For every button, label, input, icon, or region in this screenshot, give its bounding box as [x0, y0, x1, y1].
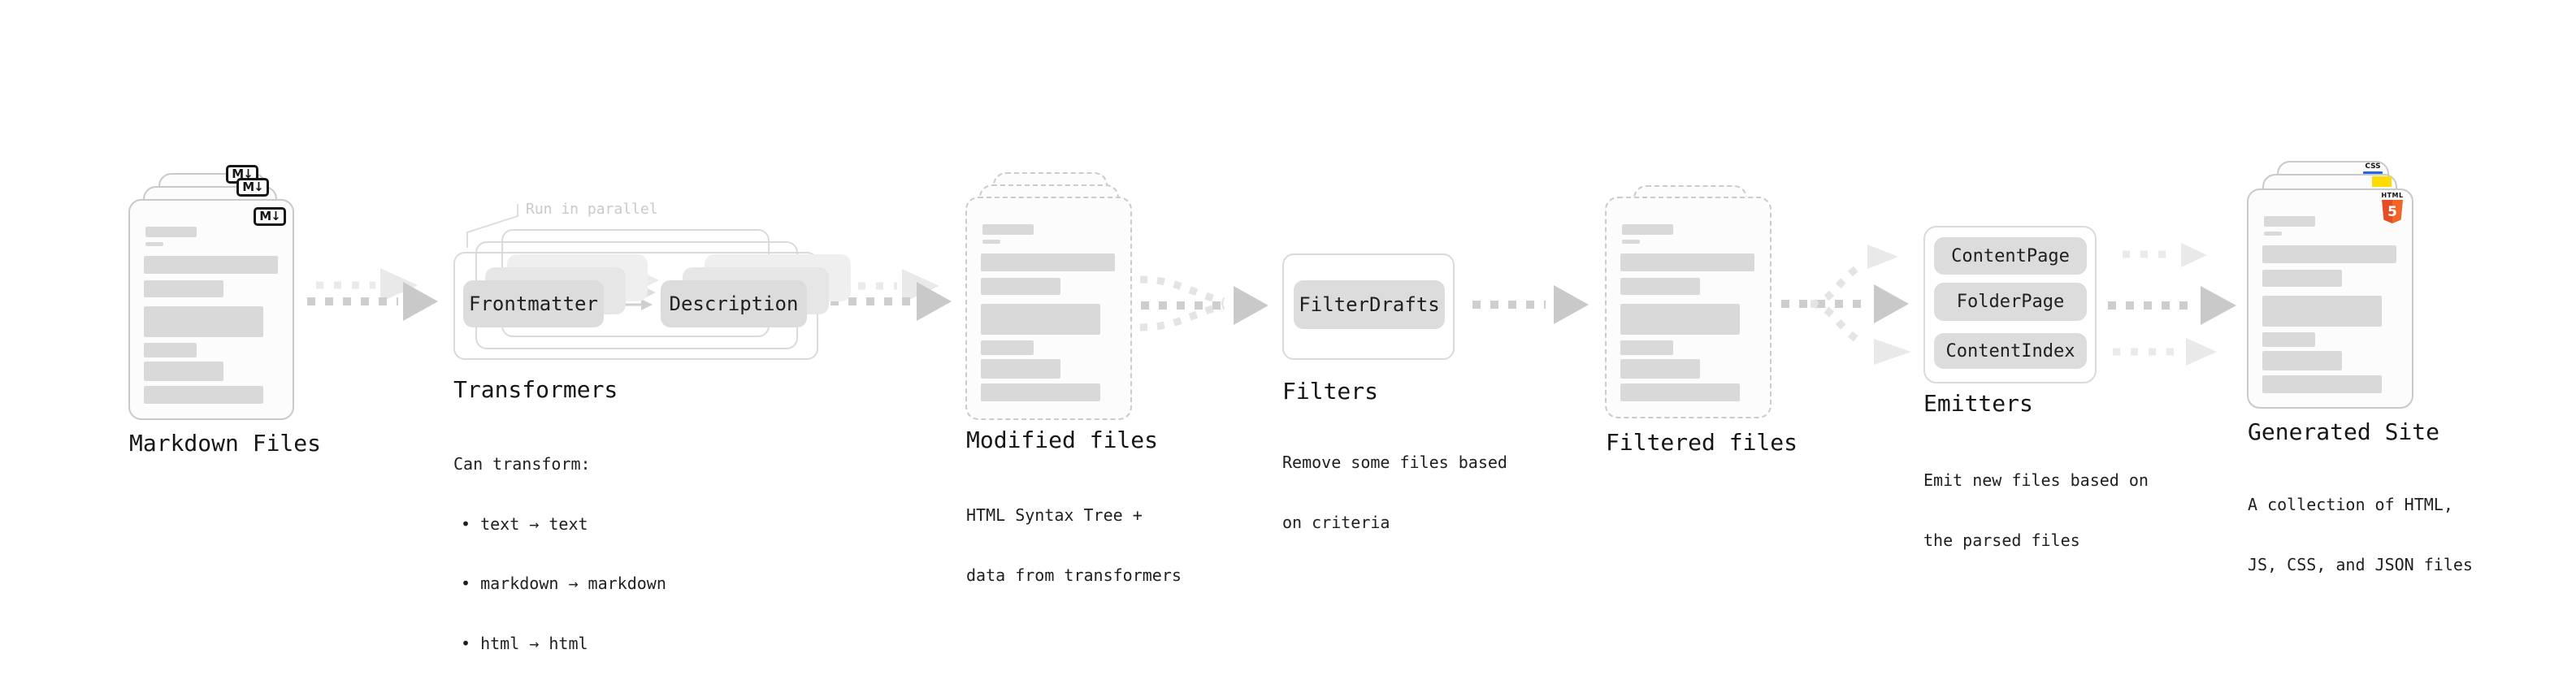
html5-icon: HTML 5: [2381, 192, 2404, 223]
emitters-label: Emitters: [1923, 390, 2033, 417]
text-line-bar: [1620, 304, 1740, 335]
text-line-bar: [1620, 253, 1754, 271]
document-text-placeholder: [130, 201, 293, 418]
description-line: on criteria: [1282, 512, 1390, 532]
transformers-description: Can transform: • text → text • markdown …: [453, 415, 666, 693]
js-file-icon: [2372, 176, 2392, 187]
text-line-bar: [981, 340, 1034, 355]
text-line-bar: [144, 362, 223, 381]
description-node: Description: [661, 280, 807, 327]
html5-icon-label: HTML: [2381, 192, 2404, 199]
text-line-bar: [1620, 359, 1700, 379]
arrow-transformers-to-modified: [830, 269, 952, 321]
description-line: data from transformers: [966, 565, 1182, 585]
contentpage-node: ContentPage: [1934, 237, 2087, 275]
text-line-bar: [982, 240, 1000, 244]
text-line-bar: [981, 278, 1060, 295]
text-line-bar: [144, 343, 197, 357]
generated-file-card: [2247, 188, 2413, 409]
folderpage-node: FolderPage: [1934, 283, 2087, 321]
text-line-bar: [1620, 383, 1740, 401]
text-line-bar: [981, 383, 1100, 401]
text-line-bar: [2262, 245, 2396, 263]
markdown-icon: M↓: [254, 207, 286, 226]
css-file-icon: CSS: [2363, 163, 2383, 175]
description-line: • markdown → markdown: [461, 574, 666, 593]
filters-description: Remove some files based on criteria: [1282, 414, 1507, 572]
description-line: JS, CSS, and JSON files: [2248, 554, 2473, 574]
text-line-bar: [1622, 240, 1640, 244]
text-line-bar: [144, 306, 263, 337]
markdown-file-card: [128, 199, 294, 420]
text-line-bar: [144, 386, 263, 404]
markdown-files-label: Markdown Files: [129, 430, 322, 457]
transformers-label: Transformers: [453, 376, 618, 403]
generated-site-description: A collection of HTML, JS, CSS, and JSON …: [2248, 456, 2473, 614]
description-line: HTML Syntax Tree +: [966, 505, 1143, 525]
text-line-bar: [2262, 270, 2342, 287]
text-line-bar: [145, 242, 163, 246]
filters-label: Filters: [1282, 378, 1379, 405]
description-line: the parsed files: [1923, 530, 2080, 550]
filters-group-box: [1282, 253, 1455, 360]
arrow-markdown-to-transformers: [307, 268, 438, 321]
text-line-bar: [2262, 351, 2342, 370]
arrow-filters-to-filtered: [1472, 285, 1589, 324]
emitters-group-box: [1923, 226, 2097, 383]
generated-site-label: Generated Site: [2248, 418, 2440, 445]
run-in-parallel-connector: [466, 204, 518, 248]
text-line-bar: [145, 227, 197, 237]
arrow-filtered-to-emitters-split: [1781, 245, 1911, 365]
text-line-bar: [981, 253, 1115, 271]
text-line-bar: [2262, 296, 2382, 327]
text-line-bar: [1620, 340, 1673, 355]
arrows-emitters-to-generated: [2108, 243, 2236, 366]
text-line-bar: [981, 359, 1060, 379]
text-line-bar: [144, 256, 278, 274]
modified-file-card: [965, 197, 1132, 420]
document-text-placeholder: [1607, 198, 1770, 417]
text-line-bar: [1622, 224, 1673, 235]
modified-files-description: HTML Syntax Tree + data from transformer…: [966, 466, 1182, 625]
css-icon-underline: [2363, 171, 2383, 175]
run-in-parallel-annotation: Run in parallel: [526, 201, 658, 218]
contentindex-node: ContentIndex: [1934, 333, 2087, 369]
filterdrafts-node: FilterDrafts: [1294, 280, 1445, 329]
description-line: Can transform:: [453, 454, 591, 474]
markdown-icon: M↓: [236, 178, 269, 197]
text-line-bar: [144, 280, 223, 297]
emitters-description: Emit new files based on the parsed files: [1923, 431, 2149, 590]
filtered-files-label: Filtered files: [1606, 429, 1798, 456]
modified-files-label: Modified files: [966, 427, 1159, 453]
description-line: • html → html: [461, 633, 588, 653]
css-icon-label: CSS: [2365, 162, 2381, 171]
arrow-modified-to-filters-merge: [1139, 275, 1268, 331]
description-line: • text → text: [461, 513, 588, 534]
frontmatter-node: Frontmatter: [463, 280, 604, 327]
description-line: A collection of HTML,: [2248, 495, 2453, 514]
description-line: Emit new files based on: [1923, 470, 2149, 490]
text-line-bar: [981, 304, 1100, 335]
filtered-file-card: [1605, 197, 1772, 418]
description-line: Remove some files based: [1282, 453, 1507, 472]
text-line-bar: [2262, 375, 2382, 393]
text-line-bar: [2264, 232, 2282, 236]
text-line-bar: [1620, 278, 1700, 295]
html5-shield: 5: [2382, 200, 2403, 223]
text-line-bar: [2262, 332, 2315, 347]
text-line-bar: [982, 224, 1034, 235]
document-text-placeholder: [2249, 190, 2412, 407]
text-line-bar: [2264, 216, 2315, 227]
document-text-placeholder: [967, 198, 1130, 418]
